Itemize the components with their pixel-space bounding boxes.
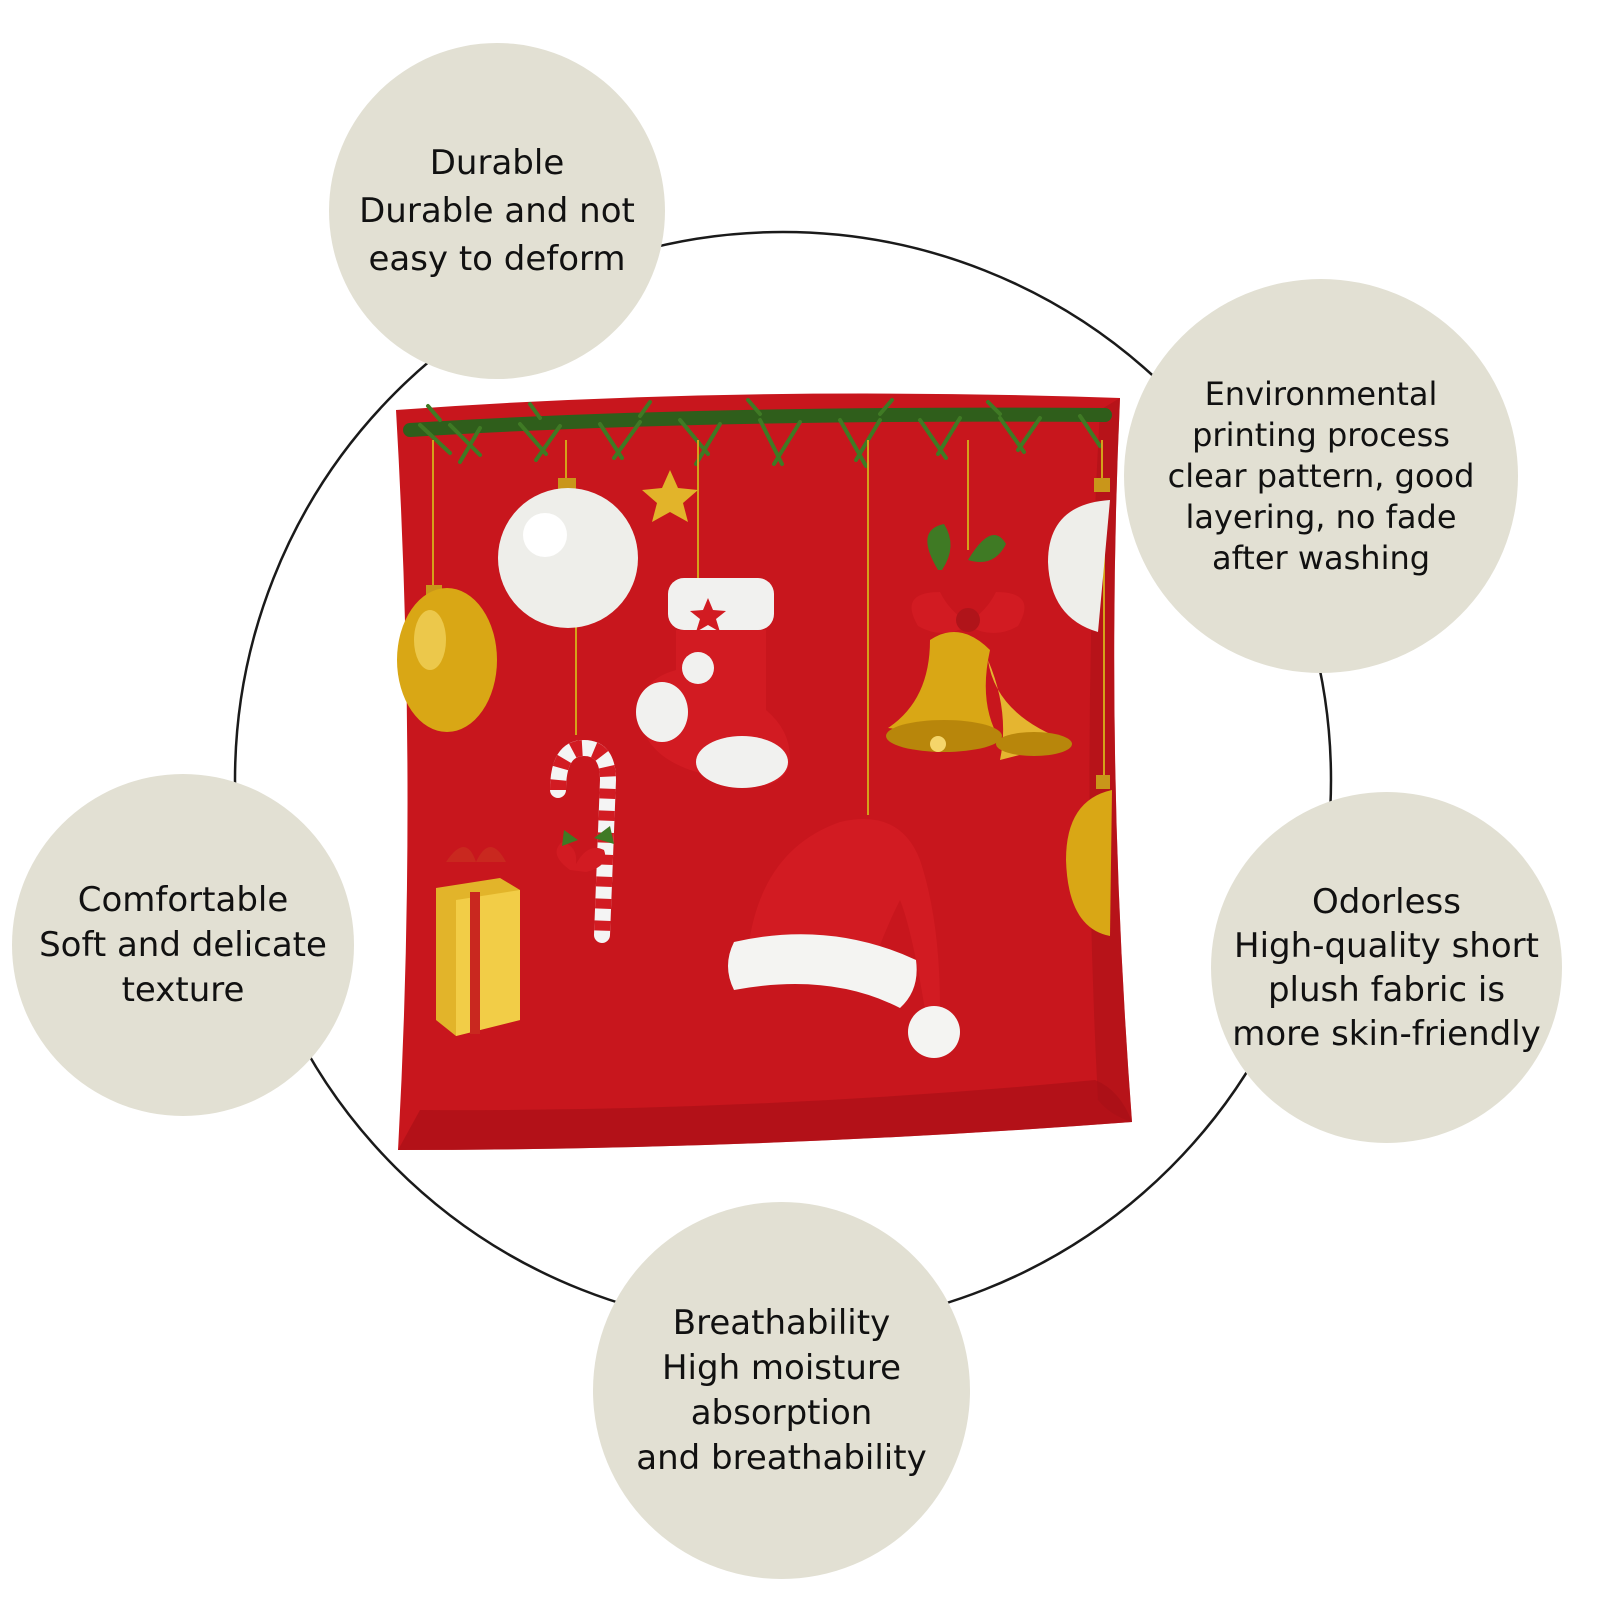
stocking-icon: [636, 578, 790, 788]
feature-desc-line: plush fabric is: [1267, 969, 1506, 1010]
feature-desc-line: Soft and delicate: [39, 924, 327, 965]
santa-hat-icon: [728, 819, 960, 1058]
feature-desc-line: High-quality short: [1234, 925, 1539, 966]
feature-heading: Durable: [429, 143, 565, 183]
feature-comfortable-bubble: Comfortable Soft and delicate texture: [12, 774, 354, 1116]
feature-desc-line: printing process: [1192, 415, 1450, 454]
feature-desc-line: more skin-friendly: [1232, 1013, 1541, 1054]
ornament-icon: [1048, 478, 1110, 632]
feature-heading: Comfortable: [77, 879, 289, 920]
ornament-icon: [498, 478, 638, 628]
feature-desc-line: and breathability: [636, 1437, 927, 1478]
bell-icon: [886, 524, 1072, 760]
ornament-icon: [1066, 775, 1112, 936]
feature-durable-bubble: Durable Durable and not easy to deform: [329, 43, 665, 379]
feature-desc-line: layering, no fade: [1185, 497, 1457, 536]
feature-heading: Breathability: [672, 1302, 891, 1343]
feature-desc-line: after washing: [1211, 538, 1431, 577]
feature-desc-line: easy to deform: [368, 239, 626, 279]
feature-heading: Odorless: [1312, 881, 1461, 922]
candy-cane-icon: [550, 739, 617, 943]
star-icon: [642, 470, 698, 522]
feature-desc-line: clear pattern, good: [1167, 456, 1475, 495]
feature-desc-line: absorption: [690, 1392, 873, 1433]
feature-desc-line: Durable and not: [359, 191, 635, 231]
gift-box-icon: [436, 847, 520, 1036]
feature-breathability-bubble: Breathability High moisture absorption a…: [593, 1202, 970, 1579]
feature-heading: Environmental: [1204, 374, 1438, 413]
feature-environmental-bubble: Environmental printing process clear pat…: [1124, 279, 1518, 673]
feature-desc-line: texture: [121, 969, 245, 1010]
feature-desc-line: High moisture: [661, 1347, 902, 1388]
feature-odorless-bubble: Odorless High-quality short plush fabric…: [1211, 792, 1562, 1143]
ornament-icon: [397, 585, 497, 732]
christmas-pillow-image: [396, 393, 1132, 1151]
